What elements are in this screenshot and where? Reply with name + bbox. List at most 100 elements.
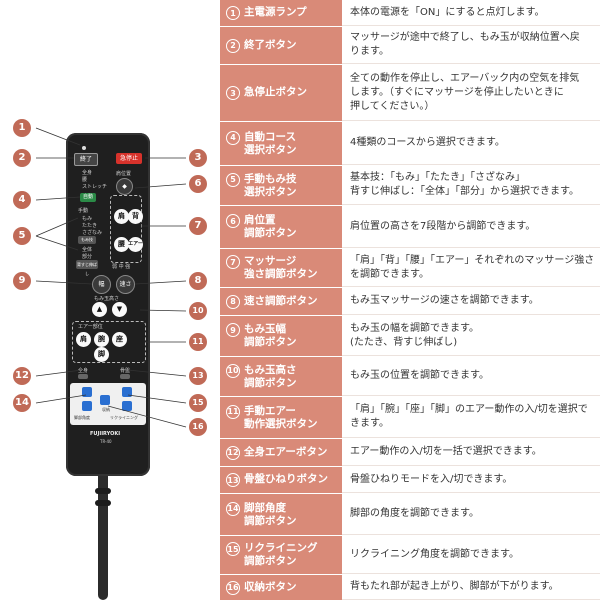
row-number: 15 xyxy=(226,542,240,556)
stretch-button[interactable]: 背すじ伸ばし xyxy=(76,260,98,276)
label-text: 肩位置 調節ボタン xyxy=(244,214,297,239)
label-text: 骨盤ひねりボタン xyxy=(244,473,328,485)
height-label: もみ玉高さ xyxy=(94,296,120,302)
callout-6: 6 xyxy=(189,175,207,193)
pelvis-button[interactable] xyxy=(120,374,130,379)
callout-2: 2 xyxy=(13,149,31,167)
callout-8: 8 xyxy=(189,272,207,290)
strength-air-button[interactable]: エアー xyxy=(128,237,143,252)
callout-9: 9 xyxy=(13,272,31,290)
air-leg-button[interactable]: 脚 xyxy=(94,347,109,362)
full-air-button[interactable] xyxy=(78,374,88,379)
stretch-item: 部分 xyxy=(82,254,93,260)
recline-up-button[interactable] xyxy=(122,387,132,397)
speed-button[interactable]: 速さ xyxy=(116,275,135,294)
spec-description: もみ玉マッサージの速さを調節できます。 xyxy=(342,288,600,315)
callout-16: 16 xyxy=(189,418,207,436)
height-up-button[interactable]: ▲ xyxy=(92,302,107,317)
spec-description: もみ玉の幅を調節できます。 (たたき、背すじ伸ばし) xyxy=(342,316,600,356)
strength-waist-button[interactable]: 腰 xyxy=(114,237,129,252)
spec-description: リクライニング角度を調節できます。 xyxy=(342,536,600,574)
row-number: 5 xyxy=(226,172,240,187)
recline-down-button[interactable] xyxy=(122,401,132,411)
emergency-stop-button[interactable]: 急停止 xyxy=(116,153,142,164)
row-number: 8 xyxy=(226,294,240,309)
callout-12: 12 xyxy=(13,367,31,385)
spec-label: 15 リクライニング 調節ボタン xyxy=(220,536,342,574)
spec-description: 肩位置の高さを7段階から調節できます。 xyxy=(342,206,600,248)
cord-ring xyxy=(95,500,111,506)
row-number: 14 xyxy=(226,501,240,516)
leg-down-button[interactable] xyxy=(82,401,92,411)
callout-14: 14 xyxy=(13,394,31,412)
spec-description: 全ての動作を停止し、エアーバック内の空気を排気 します。（すぐにマッサージを停止… xyxy=(342,65,600,121)
spec-description: 本体の電源を「ON」にすると点灯します。 xyxy=(342,0,600,26)
spec-label: 2 終了ボタン xyxy=(220,27,342,64)
air-seat-button[interactable]: 座 xyxy=(112,332,127,347)
spec-label: 14 脚部角度 調節ボタン xyxy=(220,494,342,535)
callout-3: 3 xyxy=(189,149,207,167)
auto-course-button[interactable]: 自動 xyxy=(80,193,96,202)
remote-cord xyxy=(98,470,108,600)
row-number: 11 xyxy=(226,404,240,419)
spec-description: エアー動作の入/切を一括で選択できます。 xyxy=(342,439,600,466)
stretch-item: 全体 xyxy=(82,247,93,253)
row-number: 9 xyxy=(226,323,240,337)
full-air-label: 全身 xyxy=(78,368,89,374)
air-shoulder-button[interactable]: 肩 xyxy=(76,332,91,347)
callout-5: 5 xyxy=(13,227,31,245)
cord-ring xyxy=(95,488,111,494)
strength-group xyxy=(110,195,142,263)
spec-label: 16 収納ボタン xyxy=(220,575,342,600)
row-number: 16 xyxy=(226,580,240,595)
callout-11: 11 xyxy=(189,333,207,351)
strength-levels: 弱 中 強 xyxy=(112,264,131,270)
label-text: 収納ボタン xyxy=(244,580,297,593)
callout-13: 13 xyxy=(189,367,207,385)
air-label: エアー部位 xyxy=(78,324,103,330)
leg-up-button[interactable] xyxy=(82,387,92,397)
leader-lines xyxy=(35,127,187,428)
manual-label: 手動 xyxy=(78,208,89,214)
store-button[interactable] xyxy=(100,395,110,405)
strength-shoulder-button[interactable]: 肩 xyxy=(114,209,129,224)
label-text: リクライニング 調節ボタン xyxy=(244,542,318,567)
width-button[interactable]: 幅 xyxy=(92,275,111,294)
end-button[interactable]: 終了 xyxy=(74,153,98,166)
leg-angle-label: 脚部角度 xyxy=(74,415,90,420)
label-text: 終了ボタン xyxy=(244,38,297,51)
shoulder-position-button[interactable]: ◆ xyxy=(116,178,133,195)
row-number: 1 xyxy=(226,6,240,20)
auto-item: 腰 xyxy=(82,177,88,183)
callout-10: 10 xyxy=(189,302,207,320)
strength-back-button[interactable]: 背 xyxy=(128,209,143,224)
spec-description: もみ玉の位置を調節できます。 xyxy=(342,357,600,396)
callout-15: 15 xyxy=(189,394,207,412)
power-lamp-icon xyxy=(82,146,86,150)
spec-row: 15 リクライニング 調節ボタン リクライニング角度を調節できます。 xyxy=(220,536,600,574)
row-number: 2 xyxy=(226,38,240,53)
recline-label: リクライニング xyxy=(110,415,138,420)
label-text: 脚部角度 調節ボタン xyxy=(244,501,297,527)
spec-description: 脚部の角度を調節できます。 xyxy=(342,494,600,535)
label-text: マッサージ 強さ調節ボタン xyxy=(244,255,318,280)
tech-button[interactable]: もみ技 xyxy=(78,236,96,244)
air-arm-button[interactable]: 腕 xyxy=(94,332,109,347)
height-down-button[interactable]: ▼ xyxy=(112,302,127,317)
